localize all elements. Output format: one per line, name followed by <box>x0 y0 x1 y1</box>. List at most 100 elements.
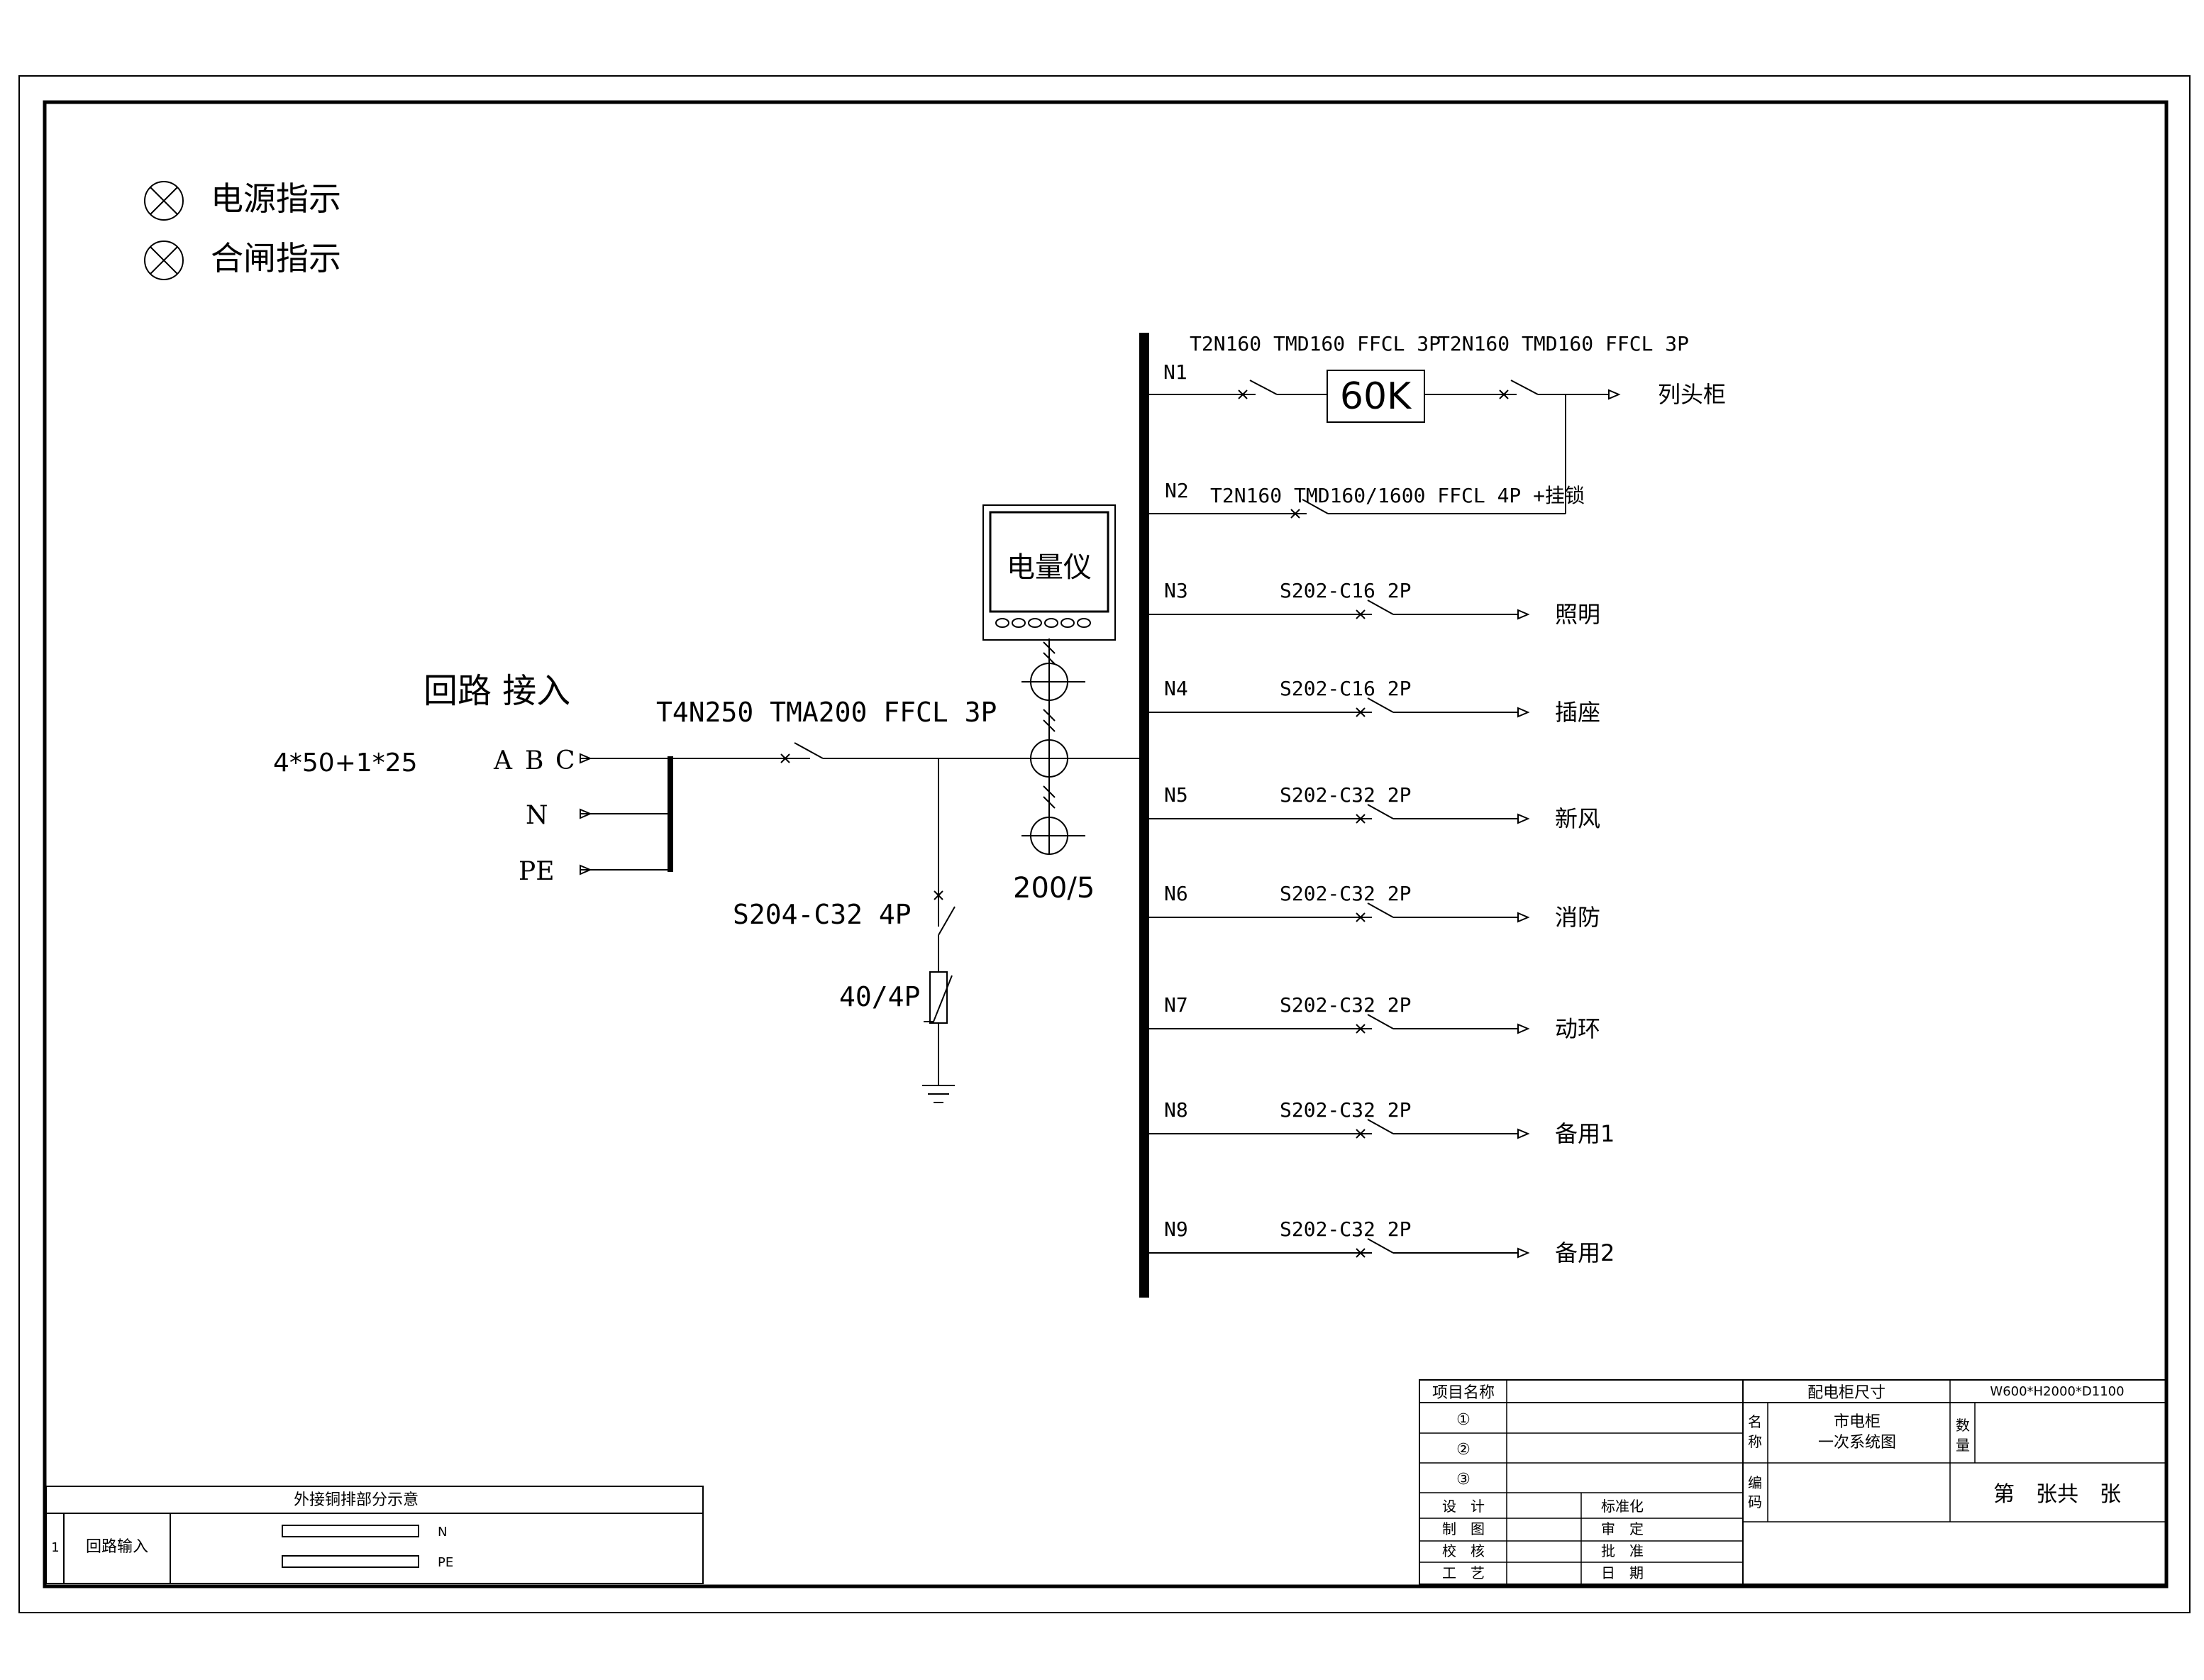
feeder-n6-breaker: S202-C32 2P <box>1280 882 1411 905</box>
feeder-arrow-icon <box>1517 813 1530 824</box>
feeder-n8-id: N8 <box>1164 1098 1188 1122</box>
feeder-n9-breaker: S202-C32 2P <box>1280 1217 1411 1241</box>
current-transformer-icon <box>1021 639 1085 855</box>
spd-breaker-label: S204-C32 4P <box>733 899 912 930</box>
inner-frame <box>43 100 2169 1588</box>
outer-frame <box>18 75 2191 1613</box>
feeder-n1: N1 T2N160 TMD160 FFCL 3P T2N160 TMD160 F… <box>1149 332 1726 514</box>
breaker-switch-icon <box>1356 599 1394 619</box>
main-breaker-label: T4N250 TMA200 FFCL 3P <box>656 697 997 728</box>
tb-row-3: ③ <box>1456 1471 1471 1488</box>
feeder-n4-breaker: S202-C16 2P <box>1280 677 1411 700</box>
phase-label-a: A <box>493 746 513 775</box>
spd-rating-label: 40/4P <box>839 981 920 1012</box>
breaker-switch-icon <box>1356 902 1394 922</box>
legend-close-indicator: 合闸指示 <box>211 239 341 277</box>
phase-label-b: B <box>525 746 543 775</box>
tb-role-check: 校 核 <box>1442 1542 1485 1559</box>
feeder-n4-id: N4 <box>1164 677 1188 700</box>
incoming-cable-spec: 4*50+1*25 <box>273 748 418 778</box>
tb-sheet-number: 第 张共 张 <box>1993 1482 2121 1507</box>
title-block: 项目名称 ① ② ③ 设 计 制 图 校 核 工 艺 标准化 审 定 批 准 日… <box>1419 1379 2166 1585</box>
feeder-n1-id: N1 <box>1163 360 1187 384</box>
feeder-n2-breaker: T2N160 TMD160/1600 FFCL 4P +挂锁 <box>1210 484 1585 507</box>
feeder-n2-id: N2 <box>1165 479 1189 502</box>
tb-role-design: 设 计 <box>1442 1498 1485 1515</box>
tb-name-label-2: 称 <box>1748 1433 1762 1450</box>
main-breaker-switch-icon <box>780 742 824 763</box>
copper-bar-n-label: N <box>438 1525 447 1540</box>
tb-role-standard: 标准化 <box>1601 1498 1644 1515</box>
feeder-arrow-icon <box>1517 1023 1530 1034</box>
feeder-n9: N9 S202-C32 2P 备用2 <box>1149 1217 1615 1266</box>
feeder-n9-id: N9 <box>1164 1217 1188 1241</box>
feeder-n1-breaker-b: T2N160 TMD160 FFCL 3P <box>1438 332 1689 355</box>
copper-bar-pe-label: PE <box>438 1555 453 1570</box>
tb-qty-label-2: 量 <box>1956 1437 1970 1454</box>
tb-cabinet-size-value: W600*H2000*D1100 <box>1990 1384 2124 1399</box>
copper-table-row-no: 1 <box>51 1540 59 1555</box>
feeder-n3-breaker: S202-C16 2P <box>1280 579 1411 602</box>
meter-label: 电量仪 <box>1007 551 1092 584</box>
tb-role-approve: 批 准 <box>1601 1542 1644 1559</box>
incoming-title: 回路 接入 <box>423 671 570 711</box>
breaker-switch-icon <box>1356 1119 1394 1139</box>
neutral-label: N <box>526 801 548 830</box>
feeder-arrow-icon <box>1517 1128 1530 1139</box>
feeder-n2: N2 T2N160 TMD160/1600 FFCL 4P +挂锁 <box>1149 479 1585 519</box>
breaker-switch-icon <box>1356 1014 1394 1034</box>
tb-name-label-1: 名 <box>1748 1413 1762 1430</box>
feeder-n8-dest: 备用1 <box>1555 1120 1615 1147</box>
feeder-n9-dest: 备用2 <box>1555 1239 1615 1266</box>
feeder-n1-dest: 列头柜 <box>1658 381 1726 408</box>
pe-label: PE <box>519 857 555 886</box>
copper-bar-n <box>282 1525 419 1537</box>
tb-role-review: 审 定 <box>1601 1520 1644 1537</box>
tb-row-1: ① <box>1456 1411 1471 1429</box>
ct-ratio-label: 200/5 <box>1013 872 1095 905</box>
copper-table-title: 外接铜排部分示意 <box>294 1491 419 1509</box>
tb-cabinet-size-label: 配电柜尺寸 <box>1807 1384 1885 1402</box>
tb-name-value-2: 一次系统图 <box>1818 1434 1896 1452</box>
tb-qty-label-1: 数 <box>1956 1417 1970 1434</box>
feeder-arrow-icon <box>1517 707 1530 718</box>
feeder-n7-breaker: S202-C32 2P <box>1280 993 1411 1017</box>
tb-row-2: ② <box>1456 1441 1471 1459</box>
copper-bar-table: 外接铜排部分示意 1 回路输入 N PE <box>45 1486 704 1584</box>
feeder-n3: N3 S202-C16 2P 照明 <box>1149 579 1600 628</box>
incoming-section: 回路 接入 4*50+1*25 A B C N PE T4N250 TMA200… <box>273 504 1142 1103</box>
feeder-n1-box-label: 60K <box>1340 375 1412 418</box>
indicator-lamp-icon <box>144 181 184 221</box>
breaker-switch-icon <box>1356 697 1394 717</box>
feeder-n1-breaker-a: T2N160 TMD160 FFCL 3P <box>1190 332 1441 355</box>
tb-name-value-1: 市电柜 <box>1834 1413 1881 1431</box>
feeder-n5-dest: 新风 <box>1555 805 1600 832</box>
tb-role-drafting: 制 图 <box>1442 1520 1485 1537</box>
feeder-n8: N8 S202-C32 2P 备用1 <box>1149 1098 1615 1147</box>
tb-code-label-1: 编 <box>1748 1474 1762 1491</box>
tb-role-date: 日 期 <box>1601 1564 1644 1581</box>
copper-table-row-label: 回路输入 <box>86 1538 148 1556</box>
breaker-switch-icon <box>1356 804 1394 824</box>
feeder-n5-breaker: S202-C32 2P <box>1280 783 1411 807</box>
legend: 电源指示 合闸指示 <box>144 179 341 280</box>
phase-label-c: C <box>555 746 575 775</box>
feeder-n1-box <box>1327 370 1425 423</box>
feeder-n4-dest: 插座 <box>1555 699 1600 726</box>
feeder-n5-id: N5 <box>1164 783 1188 807</box>
tb-project-name-label: 项目名称 <box>1432 1384 1495 1402</box>
power-meter: 电量仪 <box>982 504 1116 641</box>
feeder-n3-dest: 照明 <box>1555 601 1600 628</box>
tb-code-label-2: 码 <box>1748 1493 1762 1510</box>
feeder-n3-id: N3 <box>1164 579 1188 602</box>
feeder-n8-breaker: S202-C32 2P <box>1280 1098 1411 1122</box>
feeder-arrow-icon <box>1517 1247 1530 1259</box>
feeder-n5: N5 S202-C32 2P 新风 <box>1149 783 1600 832</box>
feeder-n7-id: N7 <box>1164 993 1188 1017</box>
indicator-lamp-icon <box>144 241 184 280</box>
